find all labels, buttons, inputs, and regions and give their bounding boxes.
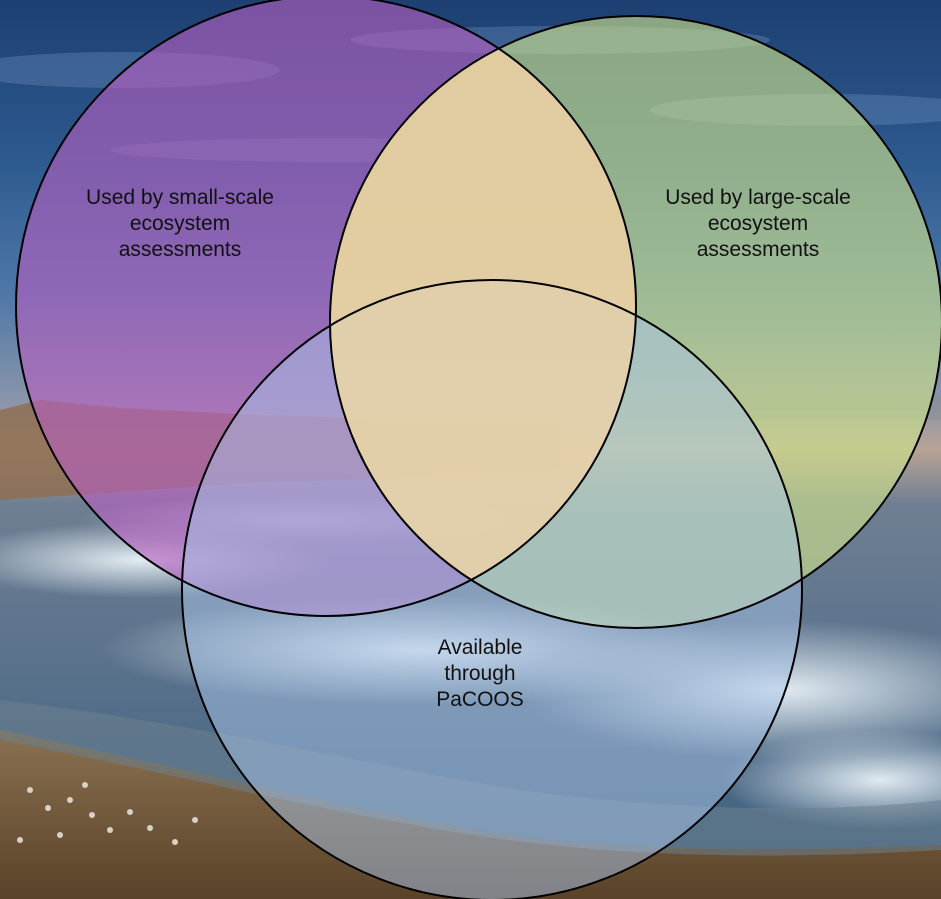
label-large-scale-line-1: Used by large-scale — [665, 186, 851, 209]
label-large-scale: Used by large-scale ecosystem assessment… — [628, 185, 888, 263]
label-large-scale-line-2: ecosystem — [707, 212, 809, 235]
venn-circles — [15, 0, 941, 899]
label-small-scale-line-2: ecosystem — [129, 212, 231, 235]
outline-small-scale — [15, 0, 637, 617]
label-pacoos: Available through PaCOOS — [380, 635, 580, 713]
overlap-small-large — [330, 16, 636, 616]
label-small-scale: Used by small-scale ecosystem assessment… — [50, 185, 310, 263]
label-small-scale-line-1: Used by small-scale — [86, 186, 274, 209]
circle-pacoos[interactable] — [182, 280, 802, 899]
label-pacoos-line-1: Available — [437, 636, 523, 659]
seagulls — [17, 782, 198, 845]
label-small-scale-line-3: assessments — [118, 238, 242, 261]
outline-large-scale — [329, 15, 941, 629]
label-large-scale-line-3: assessments — [696, 238, 820, 261]
label-pacoos-line-3: PaCOOS — [436, 688, 524, 711]
beach-sand — [0, 730, 941, 899]
label-pacoos-line-2: through — [444, 662, 516, 685]
outline-pacoos — [181, 279, 803, 899]
